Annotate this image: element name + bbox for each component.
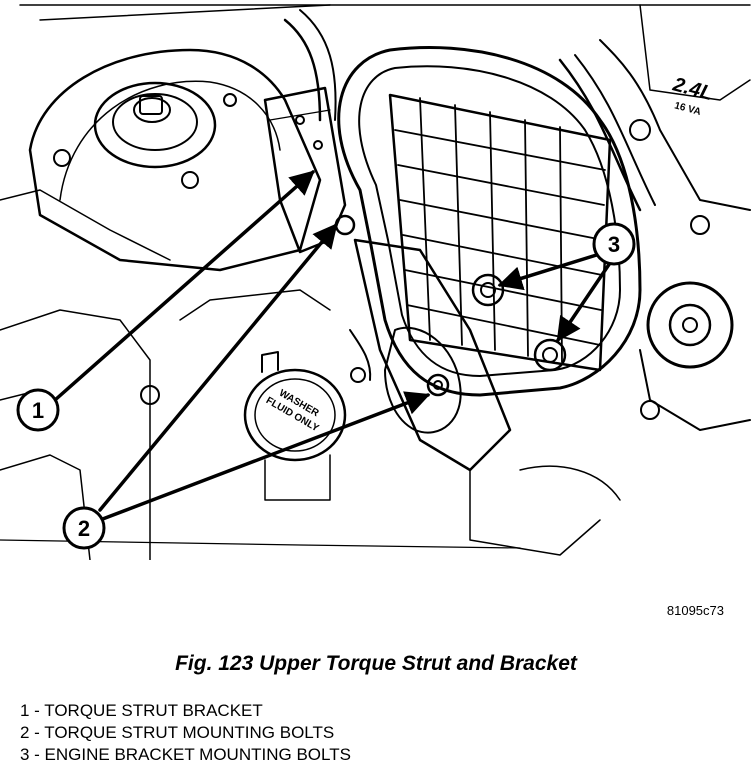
strut-tower (28, 48, 322, 272)
figure-id: 81095c73 (666, 603, 724, 618)
leader-3-lower-bolt (556, 258, 614, 343)
callout-2-number: 2 (78, 516, 90, 541)
callout-1: 1 (16, 388, 60, 432)
engine-badge-line2: 16 VA (673, 100, 702, 118)
callout-1-number: 1 (32, 398, 44, 423)
engine-bracket-grille (388, 93, 612, 372)
engine-compartment-illustration: 1 2 3 WASHER FLUID ONLY 2.4L 16 VA (0, 4, 751, 560)
engine-bracket-bolts (471, 273, 567, 372)
leader-1-bracket (53, 170, 315, 402)
legend-item: 3 - ENGINE BRACKET MOUNTING BOLTS (20, 745, 351, 764)
leader-2-upper-bolt (98, 223, 338, 512)
callout-3: 3 (592, 222, 636, 266)
coolant-hose (337, 46, 642, 397)
legend-item: 1 - TORQUE STRUT BRACKET (20, 701, 263, 720)
figure-caption: Fig. 123 Upper Torque Strut and Bracket (175, 652, 577, 675)
callout-2: 2 (62, 506, 106, 550)
leader-2-lower-bolt (98, 391, 431, 522)
leader-3-upper-bolt (497, 251, 605, 291)
legend-list: 1 - TORQUE STRUT BRACKET 2 - TORQUE STRU… (20, 700, 351, 766)
legend-item: 2 - TORQUE STRUT MOUNTING BOLTS (20, 723, 335, 742)
accessory-pulley (639, 281, 751, 431)
washer-fluid-cap (243, 351, 347, 501)
callout-3-number: 3 (608, 232, 620, 257)
